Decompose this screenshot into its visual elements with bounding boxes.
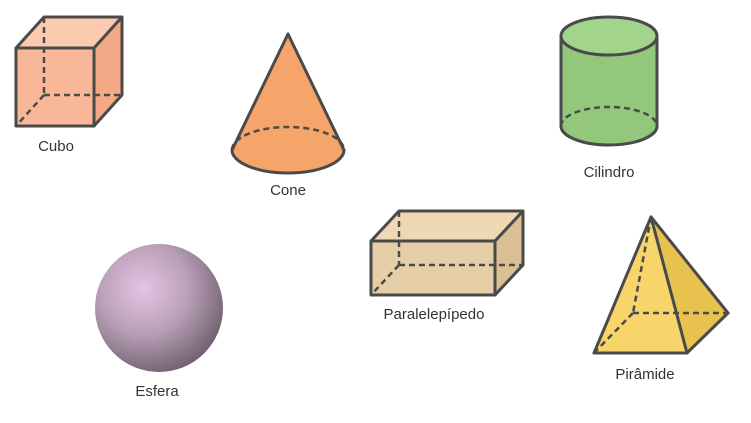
cone-label: Cone xyxy=(270,182,306,199)
cube-icon xyxy=(14,15,124,128)
cylinder-icon xyxy=(559,15,659,147)
sphere-label: Esfera xyxy=(135,383,179,400)
parallelepiped-label: Paralelepípedo xyxy=(384,306,485,323)
cube-label: Cubo xyxy=(38,138,74,155)
sphere-icon xyxy=(95,244,223,372)
pyramid-label: Pirâmide xyxy=(615,366,674,383)
pyramid-icon xyxy=(592,215,730,355)
cone-icon xyxy=(230,32,346,175)
parallelepiped-icon xyxy=(369,209,525,297)
cylinder-label: Cilindro xyxy=(584,164,635,181)
